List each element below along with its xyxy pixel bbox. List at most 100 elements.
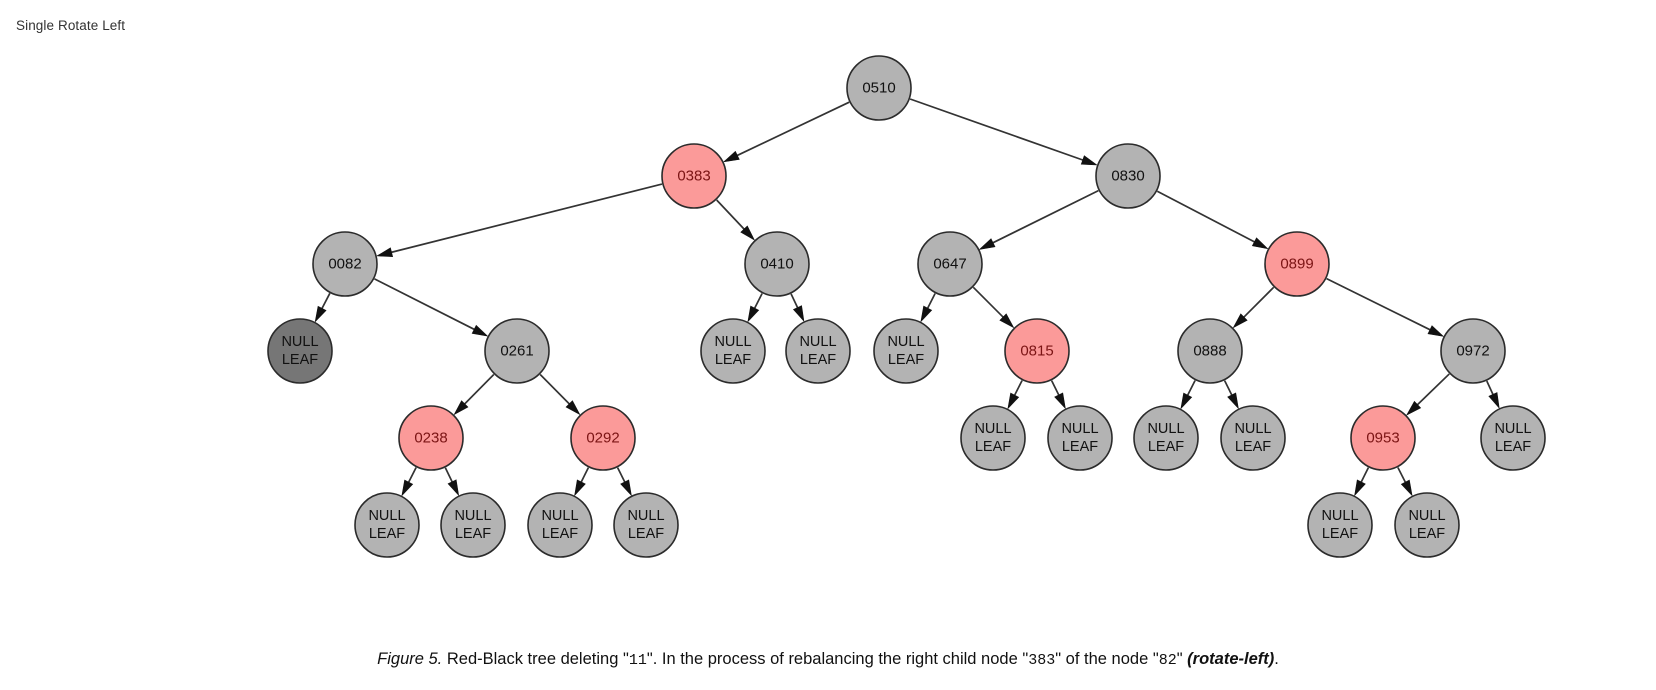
node-circle[interactable]: [1133, 405, 1199, 471]
tree-node-0953[interactable]: 0953: [1350, 405, 1416, 471]
edge-arrowhead-icon: [565, 400, 581, 416]
node-circle[interactable]: [846, 55, 912, 121]
tree-edge: [1486, 380, 1500, 409]
tree-edge: [539, 373, 581, 416]
tree-node-0383[interactable]: 0383: [661, 143, 727, 209]
node-circle[interactable]: [873, 318, 939, 384]
tree-edge: [314, 292, 331, 323]
edge-line: [972, 286, 1006, 320]
node-circle[interactable]: [1004, 318, 1070, 384]
tree-node-0647[interactable]: 0647: [917, 231, 983, 297]
node-circle[interactable]: [700, 318, 766, 384]
node-circle[interactable]: [1440, 318, 1506, 384]
node-circle[interactable]: [1264, 231, 1330, 297]
tree-node-0830[interactable]: 0830: [1095, 143, 1161, 209]
tree-edge: [1232, 286, 1275, 329]
edge-arrowhead-icon: [1488, 392, 1500, 409]
tree-edge: [401, 467, 417, 497]
edge-line: [374, 278, 478, 332]
node-circle[interactable]: [1095, 143, 1161, 209]
tree-edge: [1050, 380, 1066, 410]
tree-edge: [375, 183, 663, 257]
caption-text-4: ": [1176, 650, 1188, 668]
tree-node-0082[interactable]: 0082: [312, 231, 378, 297]
tree-node-0888[interactable]: 0888: [1177, 318, 1243, 384]
edge-arrowhead-icon: [1251, 237, 1269, 250]
node-circle[interactable]: [312, 231, 378, 297]
node-circle[interactable]: [1047, 405, 1113, 471]
node-circle[interactable]: [917, 231, 983, 297]
tree-edge: [574, 467, 590, 497]
tree-edge: [920, 293, 936, 323]
node-circle[interactable]: [1350, 405, 1416, 471]
tree-node-0510[interactable]: 0510: [846, 55, 912, 121]
caption-text-1: Red-Black tree deleting ": [442, 650, 629, 668]
edge-arrowhead-icon: [920, 305, 933, 323]
caption-text-2: ". In the process of rebalancing the rig…: [646, 650, 1029, 668]
node-circle[interactable]: [1177, 318, 1243, 384]
tree-node-0899[interactable]: 0899: [1264, 231, 1330, 297]
node-circle[interactable]: [960, 405, 1026, 471]
node-circle[interactable]: [1307, 492, 1373, 558]
tree-node-0972[interactable]: 0972: [1440, 318, 1506, 384]
node-circle[interactable]: [613, 492, 679, 558]
edge-arrowhead-icon: [401, 479, 414, 497]
node-circle[interactable]: [354, 492, 420, 558]
node-circle[interactable]: [1394, 492, 1460, 558]
edge-arrowhead-icon: [574, 479, 586, 497]
edge-line: [388, 183, 663, 254]
figure-caption: Figure 5. Red-Black tree deleting "11". …: [0, 648, 1656, 672]
edge-arrowhead-icon: [1180, 392, 1193, 410]
node-circle[interactable]: [661, 143, 727, 209]
tree-node-0815[interactable]: 0815: [1004, 318, 1070, 384]
tree-node-0261[interactable]: 0261: [484, 318, 550, 384]
node-circle[interactable]: [1220, 405, 1286, 471]
tree-node-0238[interactable]: 0238: [398, 405, 464, 471]
node-circle[interactable]: [267, 318, 333, 384]
node-circle[interactable]: [785, 318, 851, 384]
tree-edge: [716, 199, 756, 241]
node-circle[interactable]: [398, 405, 464, 471]
edge-arrowhead-icon: [453, 400, 469, 416]
page-title: Single Rotate Left: [16, 18, 126, 33]
edge-arrowhead-icon: [314, 305, 327, 323]
edge-line: [716, 199, 747, 232]
edge-arrowhead-icon: [792, 305, 805, 323]
tree-edge: [374, 278, 489, 337]
edge-arrowhead-icon: [1232, 313, 1248, 329]
tree-node-0292[interactable]: 0292: [570, 405, 636, 471]
tree-node-0410[interactable]: 0410: [744, 231, 810, 297]
edge-arrowhead-icon: [447, 479, 460, 497]
edge-arrowhead-icon: [747, 305, 760, 323]
edge-arrowhead-icon: [375, 247, 394, 257]
node-circle[interactable]: [527, 492, 593, 558]
node-circle[interactable]: [744, 231, 810, 297]
node-circle[interactable]: [570, 405, 636, 471]
node-circle[interactable]: [440, 492, 506, 558]
node-circle[interactable]: [1480, 405, 1546, 471]
tree-edges-layer: [314, 98, 1500, 497]
edge-line: [539, 373, 572, 407]
tree-edge: [1397, 467, 1413, 497]
tree-edge: [616, 467, 632, 497]
node-circle[interactable]: [484, 318, 550, 384]
edge-line: [1156, 190, 1258, 244]
tree-edge: [909, 98, 1098, 166]
